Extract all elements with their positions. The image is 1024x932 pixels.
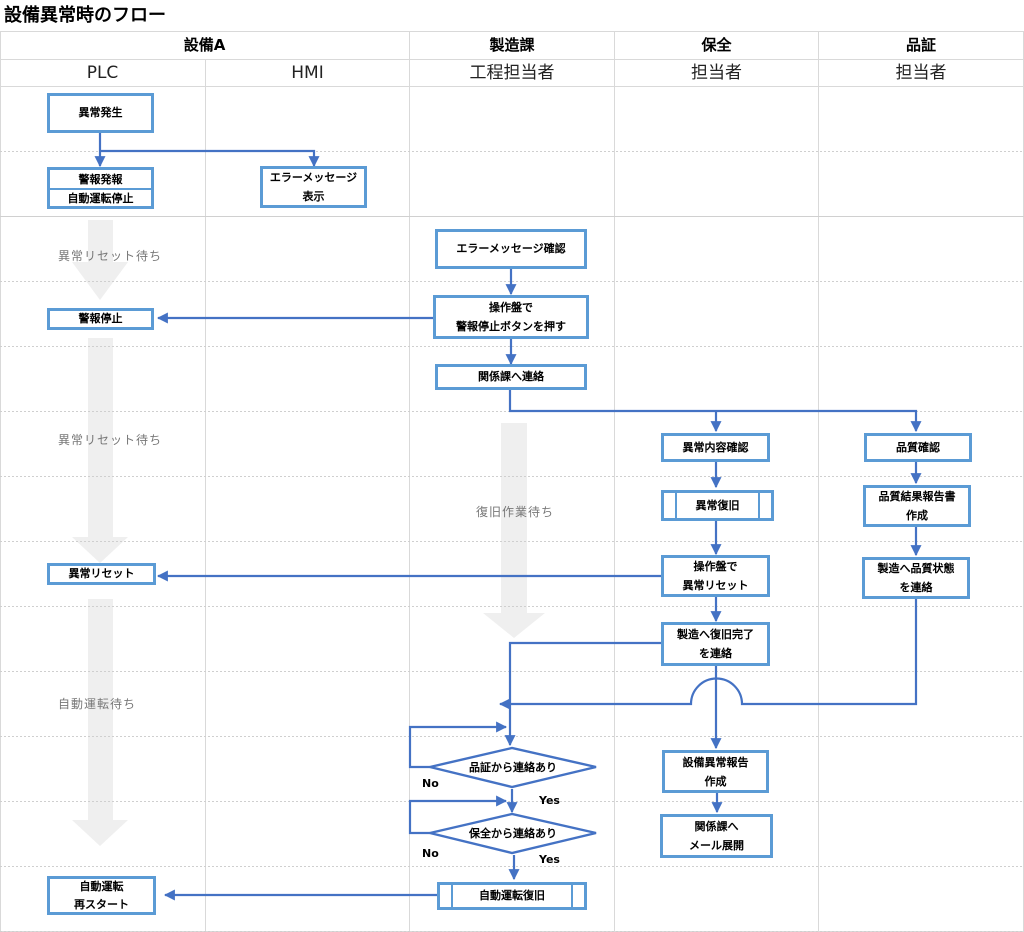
node-panel-reset-label-1: 操作盤で	[693, 560, 738, 573]
node-abnormal-reset-label: 異常リセット	[68, 567, 135, 580]
node-abnormal-occur[interactable]: 異常発生	[47, 93, 154, 133]
header-role-plc: PLC	[86, 63, 119, 83]
node-abnormal-content-check[interactable]: 異常内容確認	[661, 433, 770, 462]
node-contact-depts[interactable]: 関係課へ連絡	[435, 364, 587, 390]
decision-maint-yes-label: Yes	[539, 853, 560, 866]
wait-label-reset-1: 異常リセット待ち	[58, 249, 163, 263]
header-group-qa: 品証	[905, 36, 936, 54]
node-restart-label-1: 自動運転	[79, 879, 124, 893]
page-title: 設備異常時のフロー	[4, 5, 166, 26]
node-error-msg-show-label-2: 表示	[302, 190, 325, 203]
node-equip-report-label-1: 設備異常報告	[682, 755, 749, 769]
node-restart[interactable]: 自動運転 再スタート	[47, 876, 156, 915]
node-quality-check[interactable]: 品質確認	[864, 433, 972, 462]
node-abnormal-reset[interactable]: 異常リセット	[47, 563, 156, 585]
node-equip-report[interactable]: 設備異常報告 作成	[662, 750, 769, 793]
node-abnormal-recovery[interactable]: 異常復旧	[661, 490, 774, 521]
node-error-msg-confirm-label: エラーメッセージ確認	[456, 242, 566, 255]
connector-qa-no-loop	[408, 721, 508, 769]
header-group-production: 製造課	[489, 36, 535, 54]
node-auto-recovery[interactable]: 自動運転復旧	[437, 882, 587, 910]
node-alarm-auto-stop[interactable]: 警報発報 自動運転停止	[47, 167, 154, 209]
node-alarm-issue-label: 警報発報	[78, 173, 123, 186]
node-quality-notify-label-1: 製造へ品質状態	[877, 562, 955, 575]
node-quality-notify[interactable]: 製造へ品質状態 を連絡	[862, 557, 970, 599]
header-role-process-staff: 工程担当者	[469, 63, 555, 83]
connector-maint-notify-to-decision	[504, 641, 662, 747]
node-quality-check-label: 品質確認	[896, 440, 940, 454]
header-role-maint-staff: 担当者	[691, 63, 742, 83]
node-mail-label-2: メール展開	[689, 839, 744, 852]
node-restart-label-2: 再スタート	[74, 897, 129, 911]
node-quality-report-label-1: 品質結果報告書	[878, 490, 956, 503]
decision-maint-label: 保全から連絡あり	[469, 827, 557, 840]
node-error-msg-show[interactable]: エラーメッセージ 表示	[260, 166, 367, 208]
node-divider	[50, 188, 151, 190]
connector-qa-notify-to-decision	[498, 598, 918, 710]
node-mail-label-1: 関係課へ	[694, 820, 739, 833]
connectors	[94, 131, 922, 901]
node-panel-reset-label-2: 異常リセット	[682, 579, 749, 592]
header-role-qa-staff: 担当者	[895, 63, 947, 83]
wait-label-recovery: 復旧作業待ち	[476, 505, 555, 519]
decision-maint-no-label: No	[422, 847, 439, 860]
header-role-hmi: HMI	[291, 63, 324, 83]
node-quality-report-label-2: 作成	[906, 509, 928, 522]
decision-maint-diamond	[429, 812, 597, 855]
wait-label-reset-2: 異常リセット待ち	[58, 433, 163, 447]
node-abnormal-recovery-label: 異常復旧	[695, 498, 740, 512]
connector-contact-split	[508, 389, 922, 433]
wait-arrow-2	[72, 338, 128, 563]
wait-arrow-4	[72, 599, 128, 846]
wait-arrows	[72, 220, 545, 846]
node-abnormal-content-check-label: 異常内容確認	[682, 440, 749, 454]
node-error-msg-confirm[interactable]: エラーメッセージ確認	[435, 229, 587, 269]
header-group-equipment: 設備A	[183, 36, 226, 54]
node-recovery-notify-label-2: を連絡	[699, 647, 732, 660]
header-group-maintenance: 保全	[701, 36, 732, 54]
node-press-stop-label-1: 操作盤で	[489, 301, 533, 314]
wait-arrow-3	[483, 423, 545, 638]
wait-arrow-1	[72, 220, 128, 300]
decision-qa-no-label: No	[422, 777, 439, 790]
node-equip-report-label-2: 作成	[704, 774, 727, 788]
node-alarm-stop[interactable]: 警報停止	[47, 308, 154, 330]
node-recovery-notify-label-1: 製造へ復旧完了	[677, 628, 754, 641]
wait-label-auto: 自動運転待ち	[58, 697, 137, 711]
decision-qa-diamond	[429, 746, 597, 789]
node-panel-reset[interactable]: 操作盤で 異常リセット	[661, 555, 770, 597]
decision-qa-yes-label: Yes	[539, 794, 560, 807]
node-alarm-stop-label: 警報停止	[78, 312, 123, 325]
node-auto-stop-label: 自動運転停止	[67, 192, 134, 205]
connector-maint-no-loop	[408, 795, 508, 835]
node-recovery-notify[interactable]: 製造へ復旧完了 を連絡	[661, 622, 770, 666]
node-press-stop-label-2: 警報停止ボタンを押す	[456, 320, 566, 333]
decision-qa-label: 品証から連絡あり	[469, 761, 557, 774]
node-contact-depts-label: 関係課へ連絡	[478, 370, 544, 383]
node-auto-recovery-label: 自動運転復旧	[479, 889, 545, 902]
node-mail[interactable]: 関係課へ メール展開	[660, 814, 773, 858]
connector-occur-to-hmi	[100, 149, 320, 168]
node-press-stop-button[interactable]: 操作盤で 警報停止ボタンを押す	[433, 295, 589, 339]
node-quality-notify-label-2: を連絡	[899, 581, 933, 594]
node-quality-report[interactable]: 品質結果報告書 作成	[863, 485, 971, 527]
node-abnormal-occur-label: 異常発生	[78, 106, 123, 119]
node-error-msg-show-label-1: エラーメッセージ	[269, 171, 358, 184]
